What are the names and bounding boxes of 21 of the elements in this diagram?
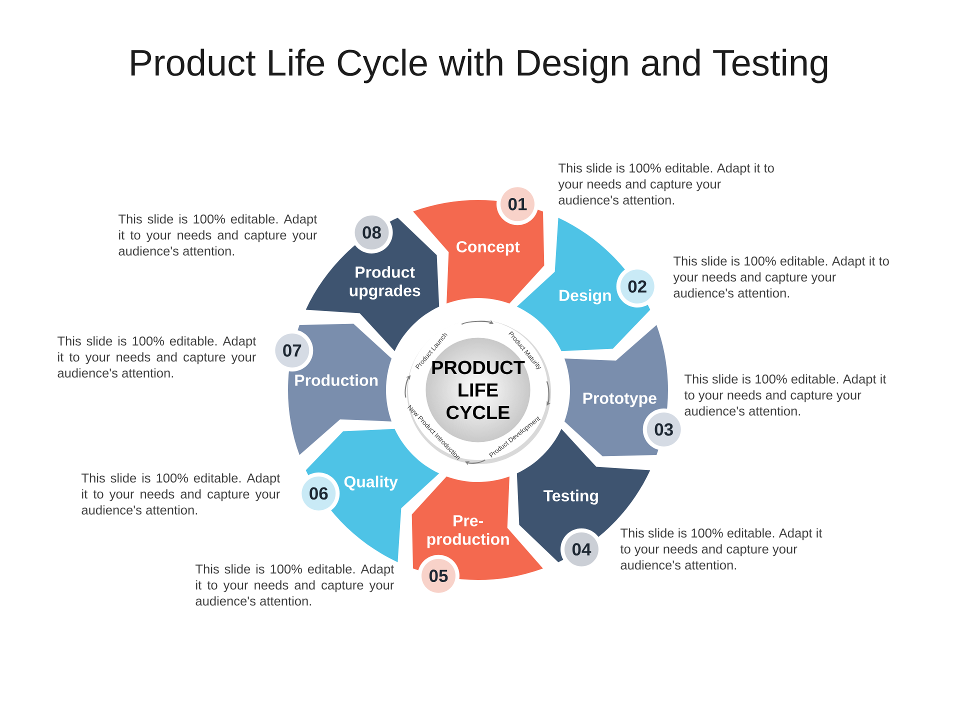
number-badge: 03 [642,408,685,450]
description-text: This slide is 100% editable. Adapt it to your needs and capture your audience's attention. [558,163,774,205]
node-label: 08 [362,226,381,239]
number-badge: 08 [350,211,393,254]
description-text: This slide is 100% editable. Adapt it to your needs and capture your audience's attention. [684,374,886,416]
node-label: 06 [310,487,328,500]
node-label: 05 [429,570,448,582]
number-badge: 06 [298,472,340,514]
number-badge: 07 [271,330,314,372]
description-text: This slide is 100% editable. Adapt it to your needs and capture your audience's attention. [673,256,889,298]
number-badge: 02 [616,266,658,308]
node-label: 04 [572,543,592,556]
description-text: This slide is 100% editable. Adapt it to your needs and capture your audience's attention. [81,473,280,515]
title: Product Life Cycle with Design and Testing [131,48,828,84]
number-badge: 04 [560,528,602,570]
number-badge: 01 [496,183,538,226]
node-label: 02 [628,280,646,293]
description-text: This slide is 100% editable. Adapt it to your needs and capture your audience's attention. [195,564,394,606]
description-text: This slide is 100% editable. Adapt it to your needs and capture your audience's attention. [57,336,256,378]
number-badge: 05 [418,554,460,597]
node-label: 01 [508,198,527,210]
